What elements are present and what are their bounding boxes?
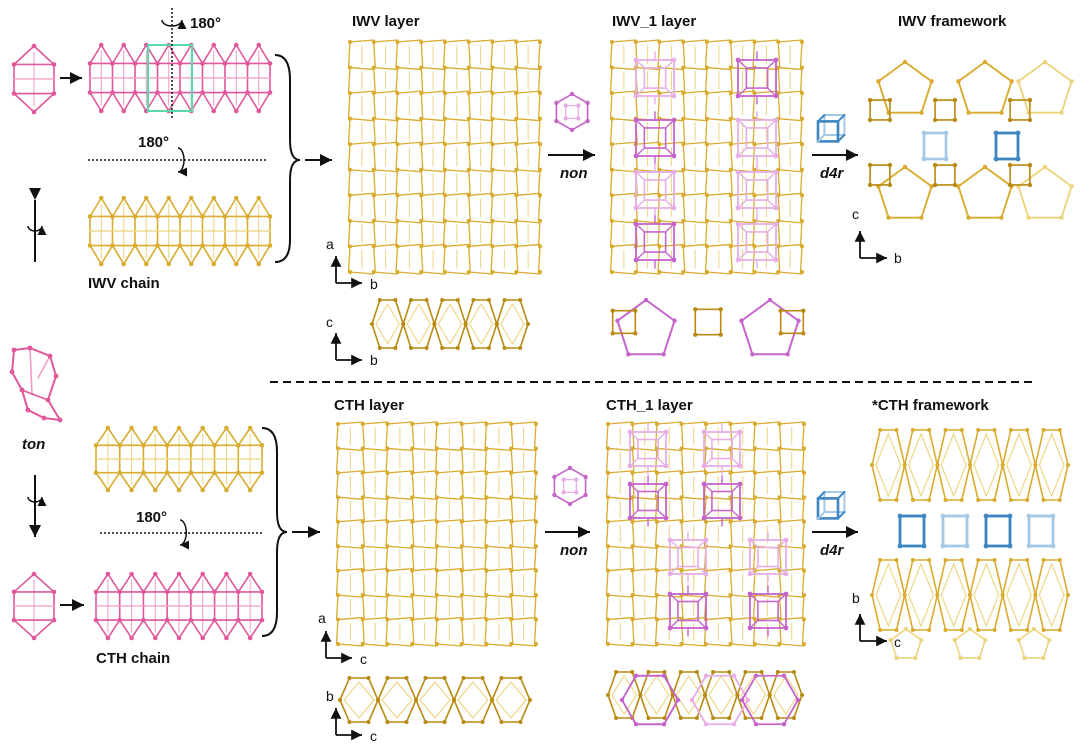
iwv-chain-pink [87,42,273,114]
axis-label-c-frame-bottom: c [894,634,901,650]
axes-side-top [330,333,362,366]
axis-label-a-bottom: a [318,610,326,626]
rotation-arrow-middle [177,147,188,177]
axes-framework-top [854,231,887,264]
rotation-arrow-bottom [179,519,190,550]
ton-label: ton [22,436,46,453]
rotation-label-bottom: 180° [136,509,168,526]
rotation-label-upper: 180° [190,15,222,32]
cth-chain-gold [93,425,265,493]
d4r-cube-icon-bottom [816,491,846,520]
axis-label-c-side-top: c [326,314,333,330]
cth-chain-pink [93,571,265,641]
cth-layer-side-view [338,676,532,724]
cth-layer-grid [335,421,539,647]
axis-label-b-side-bottom: b [326,688,334,704]
iwv-layer-side-view [370,298,530,350]
op-d4r-top: d4r [820,165,844,182]
op-d4r-bottom: d4r [820,542,844,559]
iwv-framework [867,59,1074,220]
non-cage-icon-top [554,91,590,133]
iwv-small-unit [11,43,57,115]
rotation-arrow-left [27,225,47,236]
rotation-label-middle: 180° [138,134,170,151]
brace-bottom [261,427,288,637]
op-non-top: non [560,165,588,182]
brace-top [274,54,301,263]
axis-label-c-bottom: c [360,651,367,667]
d4r-cube-icon-top [816,114,846,143]
axis-label-b-frame-top: b [894,250,902,266]
iwv-chain-label: IWV chain [88,275,160,292]
rotation-highlight-box [147,44,193,112]
rotation-arrow-ton [27,496,47,507]
axis-label-c-frame-top: c [852,206,859,222]
iwv-layer-title: IWV layer [352,13,420,30]
iwv1-layer-side-view [610,297,806,357]
axes-framework-bottom [854,614,887,647]
cth-framework [870,428,1070,661]
rotation-arrow-upper [161,19,187,30]
axis-label-c-side-bottom: c [370,728,377,744]
axis-label-b-frame-bottom: b [852,590,860,606]
iwv-layer-grid [347,39,543,275]
axis-label-b-top: b [370,276,378,292]
axes-side-bottom [330,708,362,741]
iwv1-layer-grid [609,39,805,275]
non-cage-icon-bottom [552,465,588,507]
cth-small-unit [11,571,57,641]
cth-framework-title: *CTH framework [872,397,989,414]
cth-chain-label: CTH chain [96,650,171,667]
ton-unit [9,345,63,423]
cth1-layer-side-view [606,670,804,727]
cth1-layer-grid [605,421,807,647]
op-non-bottom: non [560,542,588,559]
iwv-framework-title: IWV framework [898,13,1007,30]
cth-layer-title: CTH layer [334,397,405,414]
iwv-chain-gold [87,195,273,267]
axis-label-b-side-top: b [370,352,378,368]
axis-label-a-top: a [326,236,334,252]
axes-layer-top [330,256,362,289]
axes-layer-bottom [320,631,352,664]
iwv1-layer-title: IWV_1 layer [612,13,697,30]
cth1-layer-title: CTH_1 layer [606,397,693,414]
